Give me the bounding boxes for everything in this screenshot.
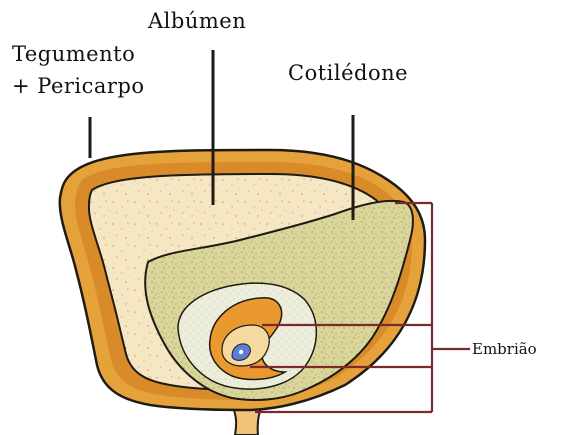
embryo-highlight xyxy=(239,350,243,354)
label-cotiledone: Cotilédone xyxy=(288,63,408,84)
label-tegumento-line2: + Pericarpo xyxy=(12,76,145,97)
label-tegumento-line1: Tegumento xyxy=(12,44,135,65)
label-albumen: Albúmen xyxy=(148,11,246,32)
label-embriao: Embrião xyxy=(472,342,537,357)
